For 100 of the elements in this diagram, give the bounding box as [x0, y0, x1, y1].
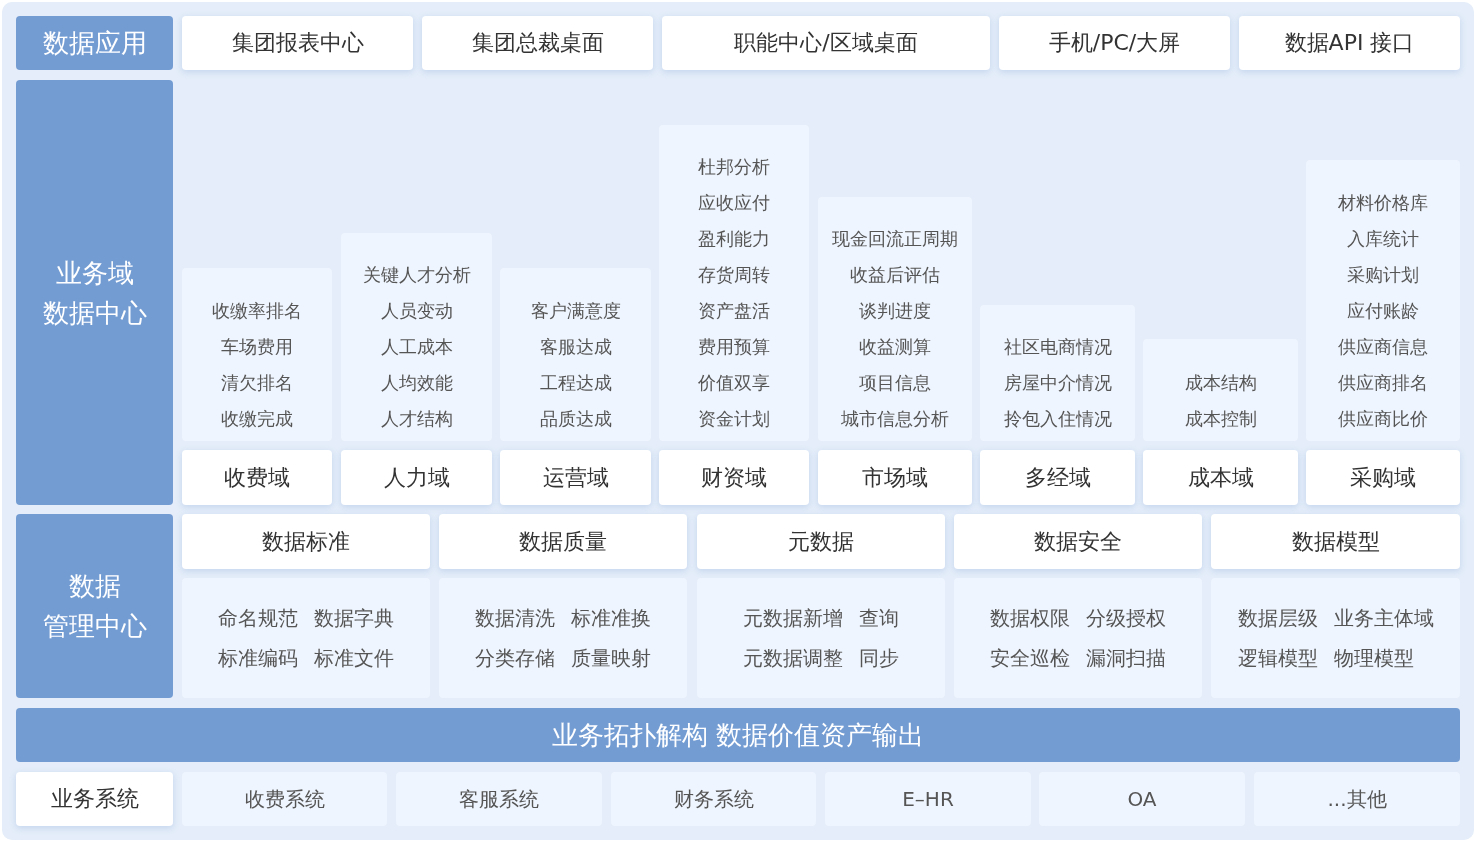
metric-item: 收益后评估 — [850, 263, 940, 287]
metric-item: 价值双享 — [698, 371, 770, 395]
card-label: 多经域 — [1024, 463, 1091, 492]
card-label: ...其他 — [1327, 785, 1387, 813]
domain-card — [980, 450, 1135, 505]
card-label: 数据质量 — [519, 527, 607, 556]
metric-item: 车场费用 — [221, 335, 293, 359]
governance-item: 质量映射 — [571, 645, 651, 671]
metric-item: 关键人才分析 — [362, 263, 471, 287]
governance-item: 数据权限 — [990, 605, 1070, 631]
governance-item: 标准文件 — [314, 645, 394, 671]
governance-item: 业务主体域 — [1333, 605, 1434, 631]
governance-item: 标准准换 — [571, 605, 651, 631]
metric-item: 人均效能 — [380, 371, 453, 395]
governance-item: 分级授权 — [1086, 605, 1166, 631]
card-label: 市场域 — [862, 463, 928, 492]
card-label: 职能中心/区域桌面 — [734, 29, 918, 57]
card-label: 手机/PC/大屏 — [1048, 29, 1181, 57]
governance-card — [1211, 514, 1460, 569]
governance-item: 逻辑模型 — [1237, 645, 1318, 671]
governance-item: 分类存储 — [475, 645, 555, 671]
application-card — [182, 16, 413, 70]
section-header — [16, 772, 173, 826]
governance-item: 元数据新增 — [743, 605, 843, 631]
card-label: 客服系统 — [459, 785, 539, 813]
metric-item: 房屋中介情况 — [1003, 371, 1112, 395]
application-card — [999, 16, 1230, 70]
governance-item: 数据层级 — [1237, 605, 1318, 631]
card-label: 运营域 — [542, 463, 609, 492]
metric-item: 资产盘活 — [698, 299, 770, 323]
domain-card — [341, 450, 492, 505]
metric-item: 材料价格库 — [1338, 191, 1428, 215]
card-label: 数据标准 — [262, 527, 350, 556]
governance-item: 元数据调整 — [743, 645, 843, 671]
metric-item: 入库统计 — [1347, 227, 1419, 251]
metric-item: 项目信息 — [859, 371, 931, 395]
card-label: OA — [1127, 787, 1157, 811]
metric-item: 客户满意度 — [530, 299, 621, 323]
card-label: 数据模型 — [1291, 527, 1380, 556]
metric-item: 城市信息分析 — [841, 407, 949, 431]
metric-item: 存货周转 — [698, 263, 770, 287]
domain-card — [500, 450, 651, 505]
metric-item: 收缴率排名 — [212, 299, 302, 323]
metric-item: 人员变动 — [380, 299, 453, 323]
application-card — [1239, 16, 1460, 70]
metric-item: 供应商信息 — [1338, 335, 1428, 359]
governance-item: 物理模型 — [1333, 645, 1415, 671]
metric-item: 收益测算 — [859, 335, 931, 359]
card-label: 财务系统 — [673, 785, 754, 813]
metric-item: 人工成本 — [380, 335, 453, 359]
section-header — [16, 514, 173, 698]
metric-item: 社区电商情况 — [1003, 335, 1112, 359]
metric-item: 采购计划 — [1347, 263, 1419, 287]
card-label: 人力域 — [383, 463, 450, 492]
governance-item: 标准编码 — [218, 645, 298, 671]
application-card — [422, 16, 653, 70]
governance-item: 安全巡检 — [990, 645, 1070, 671]
card-label: 收费系统 — [244, 785, 325, 813]
card-label: 集团总裁桌面 — [471, 29, 604, 57]
card-label: 采购域 — [1350, 463, 1416, 492]
metric-item: 盈利能力 — [698, 227, 770, 251]
metric-item: 现金回流正周期 — [832, 227, 958, 251]
metric-item: 应收应付 — [698, 191, 770, 215]
governance-card — [954, 514, 1202, 569]
metric-item: 人才结构 — [380, 407, 453, 431]
section-title: 业务系统 — [50, 785, 139, 813]
card-label: 集团报表中心 — [231, 29, 364, 57]
domain-card — [1306, 450, 1460, 505]
metric-item: 拎包入住情况 — [1003, 407, 1112, 431]
governance-item: 数据清洗 — [475, 605, 555, 631]
governance-item: 命名规范 — [218, 605, 298, 631]
metric-item: 品质达成 — [539, 407, 612, 431]
metric-item: 应付账龄 — [1347, 299, 1419, 323]
metric-item: 谈判进度 — [859, 299, 931, 323]
domain-card — [182, 450, 332, 505]
governance-card — [439, 514, 687, 569]
governance-item: 查询 — [859, 605, 899, 631]
governance-item: 数据字典 — [314, 605, 394, 631]
section-title: 数据应用 — [42, 26, 147, 60]
card-label: 数据API 接口 — [1284, 29, 1415, 57]
card-label: 收费域 — [224, 463, 290, 492]
domain-card — [1143, 450, 1298, 505]
metric-item: 资金计划 — [698, 407, 770, 431]
governance-card — [697, 514, 945, 569]
domain-card — [659, 450, 809, 505]
section-header — [16, 16, 173, 70]
metric-item: 杜邦分析 — [698, 155, 770, 179]
governance-card — [182, 514, 430, 569]
card-label: 成本域 — [1187, 463, 1254, 492]
metric-item: 成本结构 — [1184, 371, 1257, 395]
card-label: E–HR — [902, 787, 954, 811]
metric-item: 供应商比价 — [1338, 407, 1428, 431]
governance-item: 漏洞扫描 — [1086, 645, 1166, 671]
card-label: 数据安全 — [1034, 527, 1122, 556]
band-label: 业务拓扑解构 数据价值资产输出 — [551, 718, 925, 752]
section-header — [16, 80, 173, 505]
metric-item: 费用预算 — [698, 335, 770, 359]
card-label: 元数据 — [788, 527, 854, 556]
section-title: 数据管理中心 — [42, 570, 147, 643]
governance-item: 同步 — [859, 645, 899, 671]
